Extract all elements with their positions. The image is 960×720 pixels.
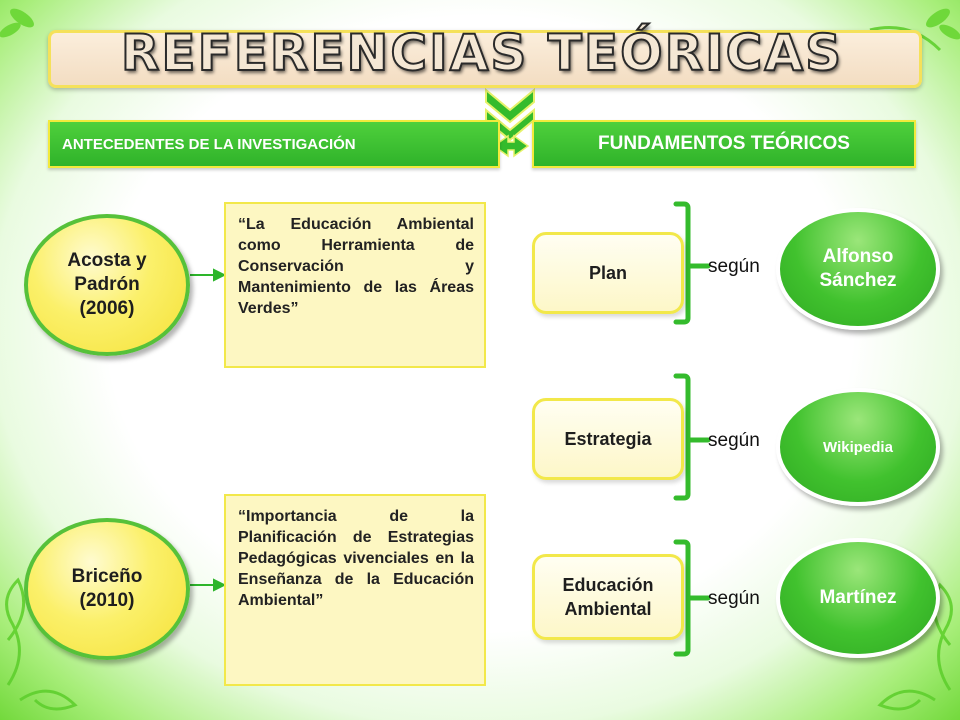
concept-plan: Plan (532, 232, 684, 314)
author-briceno: Briceño (2010) (24, 518, 190, 660)
quote-briceno: “Importancia de la Planificación de Estr… (224, 494, 486, 686)
header-antecedentes: ANTECEDENTES DE LA INVESTIGACIÓN (48, 120, 500, 168)
source-martinez: Martínez (776, 538, 940, 658)
concept-estrategia: Estrategia (532, 398, 684, 480)
concept-educacion-ambiental: Educación Ambiental (532, 554, 684, 640)
source-wikipedia: Wikipedia (776, 388, 940, 506)
connector-segun-3: según (708, 588, 760, 609)
connector-segun-2: según (708, 430, 760, 451)
connector-segun-1: según (708, 256, 760, 277)
header-fundamentos: FUNDAMENTOS TEÓRICOS (532, 120, 916, 168)
double-arrow-icon (492, 134, 530, 158)
source-alfonso-sanchez: Alfonso Sánchez (776, 208, 940, 330)
quote-acosta-padron: “La Educación Ambiental como Herramienta… (224, 202, 486, 368)
title-banner (48, 30, 922, 88)
author-acosta-padron: Acosta y Padrón (2006) (24, 214, 190, 356)
page-title: REFERENCIAS TEÓRICAS (120, 23, 844, 83)
